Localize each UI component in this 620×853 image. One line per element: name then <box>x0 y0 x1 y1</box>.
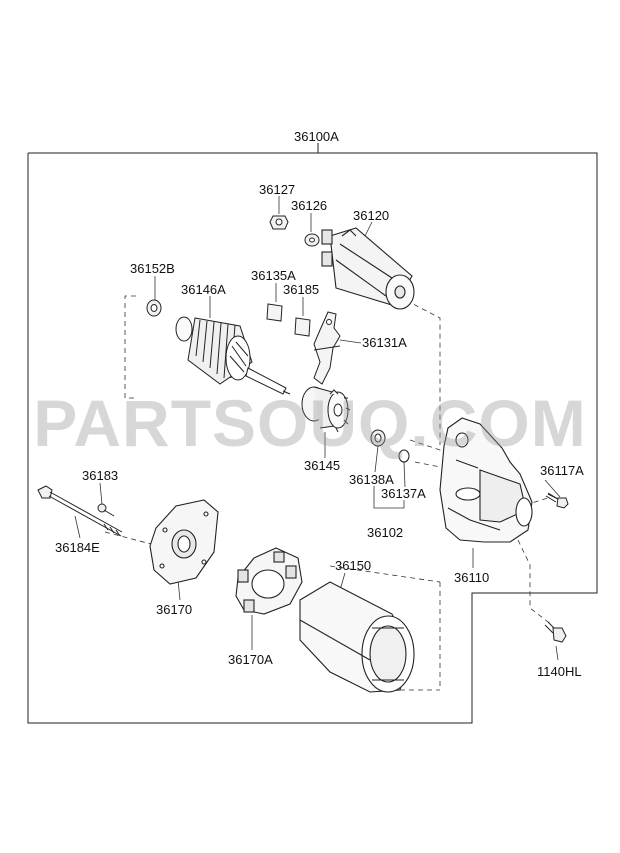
bolt-36117a-icon <box>545 492 569 509</box>
label-36183: 36183 <box>82 468 119 483</box>
label-36135a: 36135A <box>251 268 296 283</box>
leader-lines <box>74 196 561 661</box>
label-36131a: 36131A <box>362 335 407 350</box>
assembly-frame <box>27 152 598 724</box>
nut-36127-icon <box>269 215 289 230</box>
label-36100a: 36100A <box>294 129 339 144</box>
label-36120: 36120 <box>353 208 390 223</box>
pinion-36145-icon <box>301 386 351 433</box>
bolt-1140hl-icon <box>544 621 567 643</box>
end-plate-36170-icon <box>149 499 219 585</box>
label-36102: 36102 <box>367 525 404 540</box>
brush-36135a-icon <box>266 303 283 322</box>
shift-lever-36131a-icon <box>313 311 341 385</box>
housing-36110-icon <box>439 417 533 543</box>
washer-36126-icon <box>304 233 320 247</box>
solenoid-36120-icon <box>321 227 415 310</box>
label-36137a: 36137A <box>381 486 426 501</box>
label-36170a: 36170A <box>228 652 273 667</box>
label-36117a: 36117A <box>540 463 584 478</box>
brush-holder-36170a-icon <box>235 547 303 615</box>
label-36152b: 36152B <box>130 261 175 276</box>
label-36170: 36170 <box>156 602 193 617</box>
label-36110: 36110 <box>454 570 490 585</box>
ring-36137a-icon <box>398 449 410 463</box>
armature-36146a-icon <box>175 316 291 395</box>
watermark-text: PARTSOUQ.COM <box>33 386 587 460</box>
label-36145: 36145 <box>304 458 341 473</box>
brush-36185-icon <box>294 317 311 337</box>
label-36185: 36185 <box>283 282 320 297</box>
washer-36152b-icon <box>146 299 162 317</box>
label-1140hl: 1140HL <box>537 664 582 679</box>
ring-36138a-icon <box>370 429 386 447</box>
label-36138a: 36138A <box>349 472 394 487</box>
through-bolt-36184e-icon <box>37 485 123 537</box>
label-36150: 36150 <box>335 558 372 573</box>
screw-36183-icon <box>97 503 115 517</box>
label-36184e: 36184E <box>55 540 100 555</box>
label-36127: 36127 <box>259 182 296 197</box>
yoke-36150-icon <box>299 581 415 693</box>
label-36126: 36126 <box>291 198 328 213</box>
label-36146a: 36146A <box>181 282 226 297</box>
